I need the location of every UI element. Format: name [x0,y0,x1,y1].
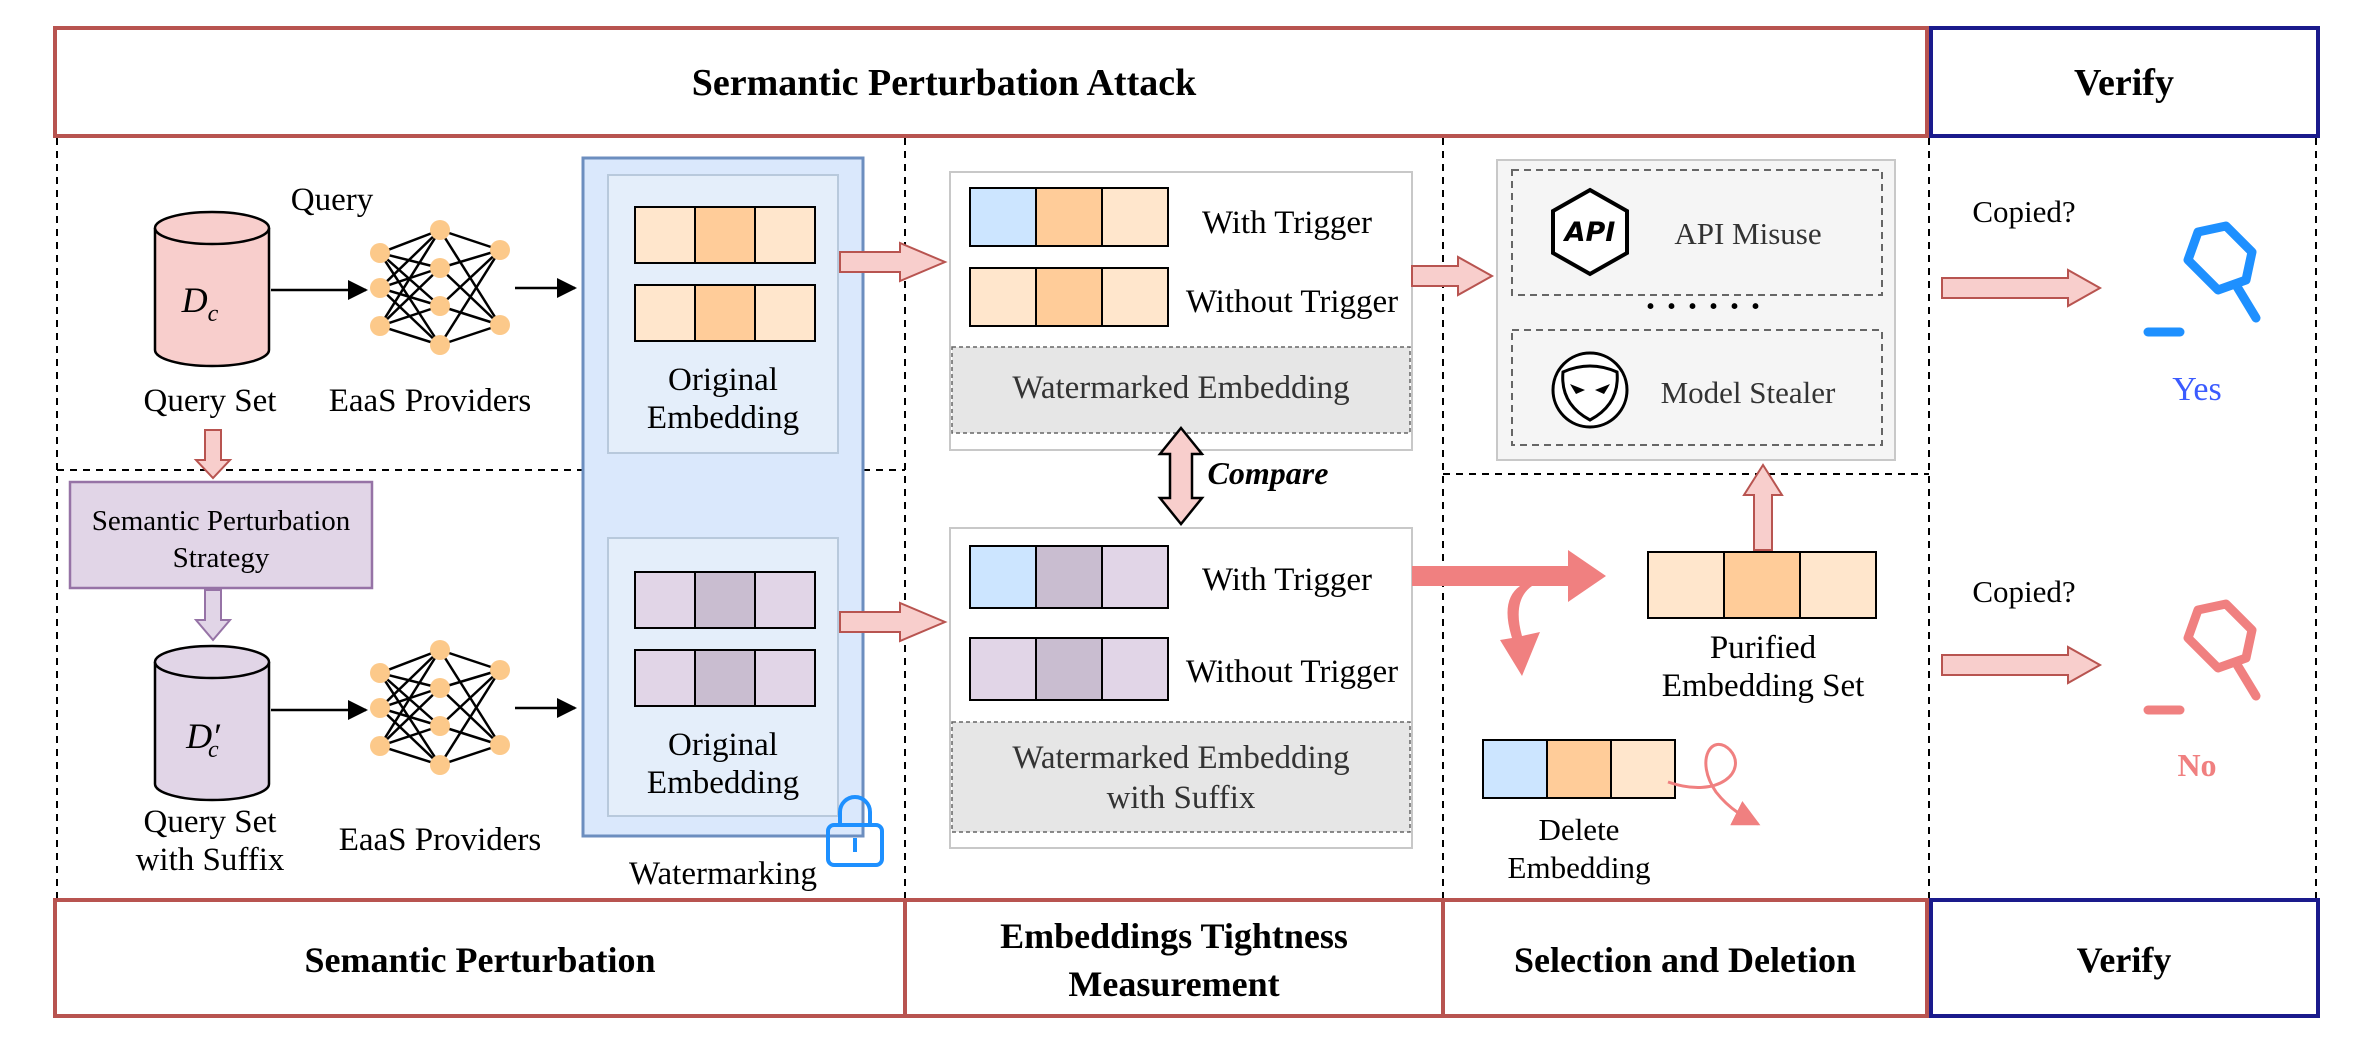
purified-line1: Purified [1710,630,1817,666]
without-trigger-label-top: Without Trigger [1186,284,1398,320]
delete-scribble-arrow [1667,742,1761,826]
footer-verify-box [1929,898,2320,1018]
purple-arrow-down [193,589,233,642]
verify-stamp-icon-no [2143,599,2261,715]
pink-arrow-down-strategy [193,429,233,480]
strategy-line1: Semantic Perturbation [92,505,351,537]
lock-icon [826,795,884,867]
compare-label: Compare [1208,455,1329,491]
footer-semantic-perturbation-box [53,898,907,1018]
verify-header-box [1929,26,2320,138]
stealer-mask-icon [1551,351,1629,429]
verify-arrow-bottom [1941,645,2103,685]
original-embedding-bottom-line1: Original [668,727,778,763]
query-label: Query [291,182,374,218]
model-stealer-label: Model Stealer [1661,375,1836,410]
verify-arrow-top [1941,268,2103,308]
embedding-vector-top-2 [634,284,816,342]
query-set-cylinder [153,210,271,368]
without-trigger-vector-bottom [969,637,1169,701]
copied-label-top: Copied? [1972,194,2075,229]
watermarked-suffix-line1: Watermarked Embedding [1012,740,1349,776]
original-embedding-bottom-line2: Embedding [647,765,799,801]
query-set-symbol: Dc [181,280,219,327]
without-trigger-vector-top [969,267,1169,327]
pink-arrow-to-attackers [1411,255,1495,297]
query-set-suffix-line2: with Suffix [136,842,285,878]
footer-selection-box [1441,898,1929,1018]
attack-header-title: Sermantic Perturbation Attack [692,62,1197,104]
compare-label-bg [1203,455,1333,491]
original-embedding-top-line1: Original [668,362,778,398]
with-trigger-label-top: With Trigger [1202,205,1372,241]
delete-embedding-vector [1482,739,1676,799]
purified-embedding-vector [1647,551,1877,619]
pink-arrow-top [839,241,948,283]
svg-text:API: API [1563,217,1616,248]
query-set-suffix-line1: Query Set [144,804,277,840]
footer-tightness-line1: Embeddings Tightness [1000,916,1348,956]
watermarked-suffix-box [951,721,1411,833]
embedding-vector-top-1 [634,206,816,264]
with-trigger-label-bottom: With Trigger [1202,562,1372,598]
with-trigger-vector-top [969,187,1169,247]
verify-stamp-icon-yes [2143,221,2261,337]
purified-line2: Embedding Set [1662,668,1865,704]
delete-line2: Embedding [1508,850,1651,885]
footer-selection-deletion: Selection and Deletion [1514,940,1856,980]
eaas-network-icon-top [370,220,510,355]
embedding-vector-bottom-1 [634,571,816,629]
eaas-network-icon-bottom [370,640,510,775]
attackers-ellipsis: · · · · · · [1644,286,1761,326]
embedding-vector-bottom-2 [634,649,816,707]
original-embedding-top-line2: Embedding [647,400,799,436]
pink-arrow-up-attackers [1742,463,1784,551]
verify-header-title: Verify [2074,62,2174,104]
yes-label: Yes [2172,371,2221,408]
pink-arrow-bottom [839,601,948,643]
strategy-line2: Strategy [173,542,270,574]
eaas-label-bottom: EaaS Providers [339,822,542,858]
with-trigger-vector-bottom [969,545,1169,609]
footer-semantic-perturbation: Semantic Perturbation [305,940,656,980]
attack-header-box [53,26,1929,138]
eaas-label-top: EaaS Providers [329,383,532,419]
api-misuse-label: API Misuse [1674,216,1821,251]
copied-label-bottom: Copied? [1972,574,2075,609]
watermarked-embedding-label: Watermarked Embedding [1012,370,1349,406]
strategy-box [68,480,374,590]
delete-line1: Delete [1539,812,1620,847]
no-label: No [2177,747,2216,783]
watermarked-suffix-line2: with Suffix [1107,780,1256,816]
query-set-label: Query Set [144,383,277,419]
api-icon: API [1551,187,1629,277]
watermarked-embedding-box [951,346,1411,434]
watermarking-label: Watermarking [629,856,817,892]
query-set-suffix-symbol: D′c [185,716,221,763]
compare-arrow [1157,426,1205,526]
split-arrow [1412,550,1606,676]
without-trigger-label-bottom: Without Trigger [1186,654,1398,690]
footer-tightness-line2: Measurement [1068,964,1279,1004]
footer-verify: Verify [2077,940,2172,980]
query-set-suffix-cylinder [153,644,271,802]
